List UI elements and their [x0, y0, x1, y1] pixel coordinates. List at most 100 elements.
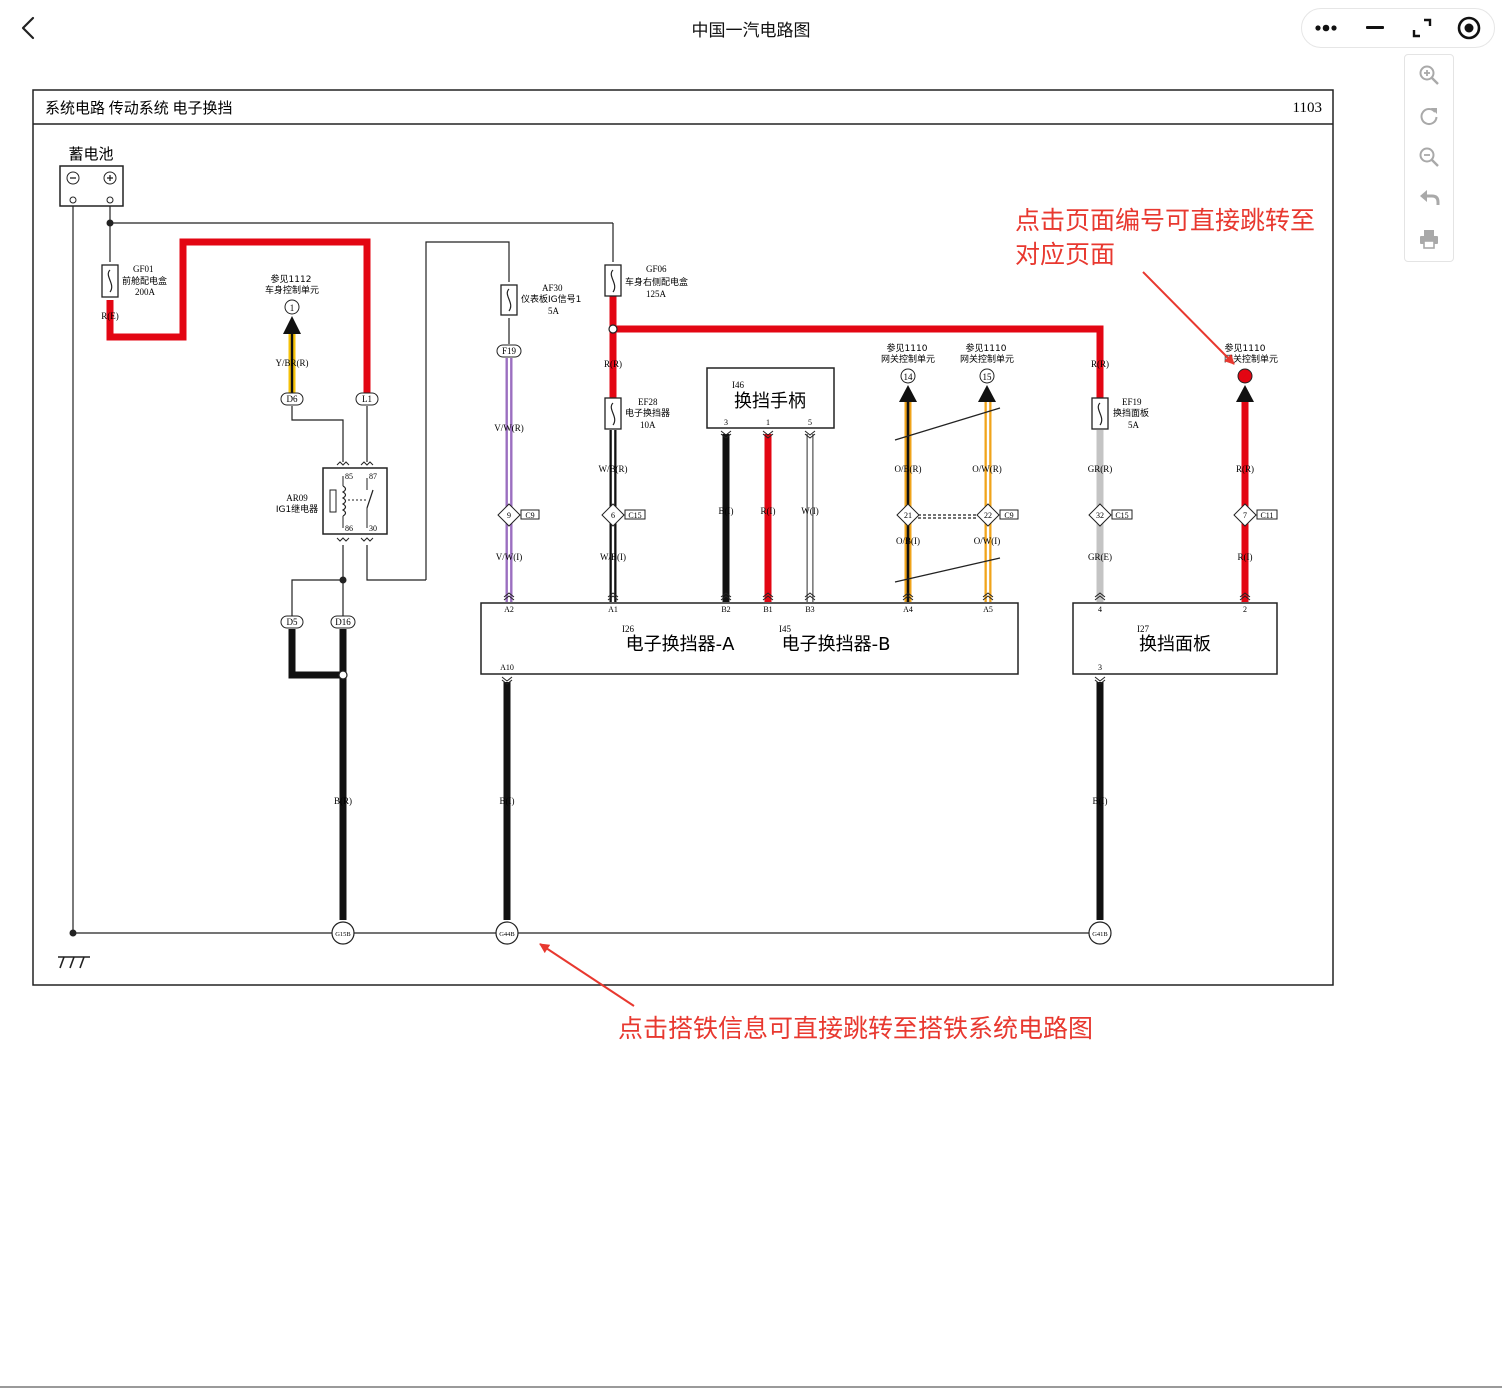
pin-chevrons	[501, 430, 1251, 685]
svg-text:C15: C15	[1115, 511, 1128, 520]
zoom-out-icon	[1419, 147, 1439, 167]
svg-text:W/B(R): W/B(R)	[599, 464, 628, 474]
minimize-button[interactable]	[1351, 9, 1399, 47]
svg-text:电子换挡器-B: 电子换挡器-B	[782, 634, 891, 655]
svg-text:4: 4	[1243, 372, 1248, 382]
svg-text:EF19: EF19	[1122, 397, 1142, 407]
wire-labels: R(E) Y/BR(R) V/W(R) V/W(I) R(R) W/B(R) W…	[101, 311, 1254, 806]
svg-text:C9: C9	[1004, 511, 1013, 520]
svg-text:21: 21	[904, 511, 912, 520]
undo-icon	[1420, 190, 1440, 205]
svg-text:I46: I46	[732, 380, 744, 390]
svg-text:C11: C11	[1260, 511, 1273, 520]
svg-text:A10: A10	[500, 663, 514, 672]
svg-text:网关控制单元: 网关控制单元	[960, 353, 1014, 365]
oval-connectors: D6 L1 D5 D16 F19	[280, 344, 522, 629]
svg-text:A4: A4	[903, 605, 913, 614]
svg-text:点击页面编号可直接跳转至: 点击页面编号可直接跳转至	[1015, 206, 1315, 235]
zoom-out-button[interactable]	[1405, 137, 1453, 177]
svg-text:O/W(I): O/W(I)	[974, 536, 1001, 546]
svg-text:15: 15	[983, 372, 993, 382]
svg-text:AF30: AF30	[542, 283, 563, 293]
rotate-button[interactable]	[1405, 96, 1453, 136]
svg-text:R(E): R(E)	[101, 311, 119, 321]
ref-1110-15[interactable]: 参见1110 网关控制单元 15	[960, 342, 1014, 402]
ref-1110-red[interactable]: 参见1110 网关控制单元 4	[1224, 342, 1278, 402]
svg-text:GF01: GF01	[133, 264, 154, 274]
svg-text:1: 1	[766, 418, 770, 427]
svg-text:W(I): W(I)	[801, 506, 819, 516]
svg-text:D16: D16	[335, 617, 351, 627]
svg-text:G44B: G44B	[499, 931, 515, 938]
svg-text:G15B: G15B	[335, 931, 351, 938]
annotation-page-jump: 点击页面编号可直接跳转至 对应页面	[1015, 206, 1315, 365]
svg-text:B2: B2	[721, 605, 730, 614]
fuse-gf01: GF01 前舱配电盒 200A	[101, 264, 167, 298]
svg-text:参见1112: 参见1112	[271, 273, 312, 285]
svg-text:A1: A1	[608, 605, 618, 614]
svg-text:30: 30	[369, 524, 377, 533]
module-i26-i45: A2 A1 B2 B1 B3 A4 A5 A10 I26 电子换挡器-A I45…	[480, 602, 1019, 675]
svg-text:2: 2	[1243, 605, 1247, 614]
svg-text:GR(E): GR(E)	[1088, 552, 1112, 562]
svg-text:10A: 10A	[640, 420, 656, 430]
svg-text:32: 32	[1096, 511, 1104, 520]
module-i46: I46 换挡手柄 3 1 5	[706, 367, 835, 429]
svg-text:14: 14	[904, 372, 914, 382]
record-icon	[1457, 16, 1481, 40]
more-button[interactable]	[1304, 9, 1352, 47]
ref-1112[interactable]: 参见1112 车身控制单元 1	[265, 273, 319, 334]
svg-text:F19: F19	[502, 346, 517, 356]
chassis-ground-icon	[58, 956, 90, 969]
svg-text:参见1110: 参见1110	[966, 342, 1007, 354]
svg-text:GF06: GF06	[646, 264, 667, 274]
back-button[interactable]	[14, 14, 42, 42]
svg-text:B(I): B(I)	[1093, 796, 1108, 806]
ground-g15b[interactable]: G15B	[331, 921, 355, 945]
window-capsule	[1301, 8, 1495, 48]
svg-text:A5: A5	[983, 605, 993, 614]
svg-text:7: 7	[1243, 511, 1247, 520]
svg-text:O/B(R): O/B(R)	[895, 464, 922, 474]
diagram-frame	[32, 89, 1334, 986]
diagram-header-title: 系统电路 传动系统 电子换挡	[45, 100, 233, 117]
expand-button[interactable]	[1398, 9, 1446, 47]
svg-text:电子换挡器: 电子换挡器	[625, 407, 670, 419]
svg-text:对应页面: 对应页面	[1015, 240, 1115, 269]
svg-text:87: 87	[369, 472, 377, 481]
svg-text:5A: 5A	[1128, 420, 1140, 430]
svg-text:网关控制单元: 网关控制单元	[881, 353, 935, 365]
svg-text:G41B: G41B	[1092, 931, 1108, 938]
junction-dots	[69, 219, 347, 937]
undo-button[interactable]	[1405, 178, 1453, 218]
svg-text:D5: D5	[287, 617, 298, 627]
top-bar: 中国一汽电路图	[0, 0, 1502, 56]
print-button[interactable]	[1405, 219, 1453, 259]
svg-text:4: 4	[1098, 605, 1102, 614]
ground-g44b[interactable]: G44B	[495, 921, 519, 945]
inline-connectors: 9 C9 6 C15 21 22 C9 32 C15 7 C11	[497, 503, 1278, 527]
svg-text:A2: A2	[504, 605, 514, 614]
svg-text:B(I): B(I)	[719, 506, 734, 516]
fuse-ef28: EF28 电子换挡器 10A	[604, 397, 670, 430]
svg-text:I26: I26	[622, 624, 634, 634]
svg-text:AR09: AR09	[286, 493, 308, 503]
module-i27: 4 2 3 I27 换挡面板	[1072, 602, 1278, 675]
ref-1110-14[interactable]: 参见1110 网关控制单元 14	[881, 342, 935, 402]
thick-wires	[106, 238, 1249, 920]
battery-label: 蓄电池	[68, 145, 113, 163]
svg-text:换挡面板: 换挡面板	[1113, 407, 1149, 419]
record-button[interactable]	[1445, 9, 1493, 47]
svg-text:O/W(R): O/W(R)	[972, 464, 1002, 474]
ground-g41b[interactable]: G41B	[1088, 921, 1112, 945]
svg-text:C9: C9	[525, 511, 534, 520]
svg-text:换挡面板: 换挡面板	[1139, 634, 1211, 655]
svg-text:电子换挡器-A: 电子换挡器-A	[626, 634, 735, 655]
svg-text:C15: C15	[628, 511, 641, 520]
svg-text:网关控制单元: 网关控制单元	[1224, 353, 1278, 365]
svg-text:V/W(R): V/W(R)	[494, 423, 524, 433]
page-number-link[interactable]: 1103	[1293, 100, 1322, 116]
print-icon	[1420, 230, 1438, 249]
side-toolbar	[1404, 54, 1454, 262]
zoom-in-button[interactable]	[1405, 55, 1453, 95]
